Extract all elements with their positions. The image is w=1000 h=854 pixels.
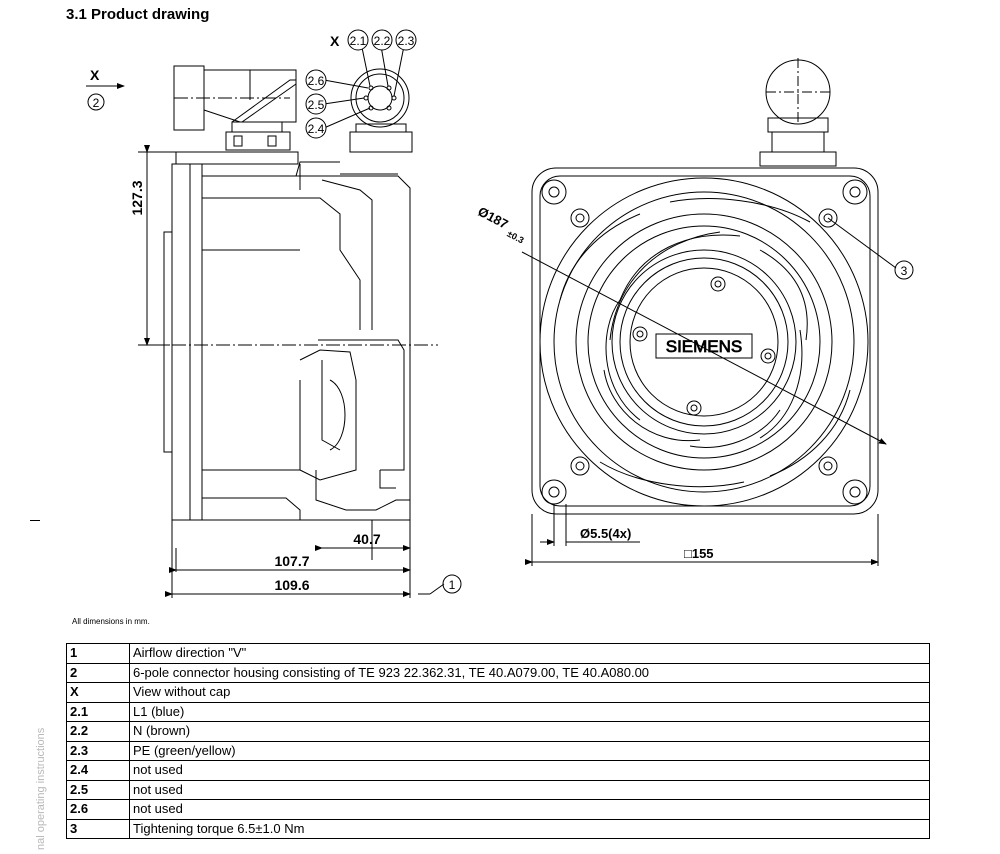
legend-text: not used [129,760,930,781]
legend-text: N (brown) [129,721,930,742]
legend-text: PE (green/yellow) [129,740,930,761]
pin-2-1: 2.1 [350,34,367,48]
edge-mark [30,520,40,521]
dim-holes: Ø5.5(4x) [580,526,631,541]
legend-key: 3 [66,818,130,839]
section-title: 3.1 Product drawing [66,6,210,23]
legend-text: 6-pole connector housing consisting of T… [129,662,930,683]
legend-key: 2.6 [66,799,130,820]
connector-view-x [323,37,413,153]
legend-text: L1 (blue) [129,701,930,722]
legend-key: 1 [66,643,130,664]
callout-3: 3 [901,264,908,278]
legend-text: Tightening torque 6.5±1.0 Nm [129,818,930,839]
connector-view-labels: X 2.1 2.2 2.3 2.6 2.5 2.4 [305,29,417,139]
legend-key: X [66,682,130,703]
pin-2-2: 2.2 [374,34,391,48]
pin-2-6: 2.6 [308,74,325,88]
dimensions-note: All dimensions in mm. [72,617,150,626]
side-margin-text: nal operating instructions [35,727,47,850]
dim-depth-outer: 109.6 [274,577,309,593]
side-view-labels: X 2 127.3 40.7 107.7 109.6 1 [87,67,462,594]
legend-text: Airflow direction "V" [129,643,930,664]
x-view-label: X [330,33,340,49]
legend-text: not used [129,779,930,800]
legend-text: not used [129,799,930,820]
pin-2-3: 2.3 [398,34,415,48]
dim-height: 127.3 [129,180,145,215]
x-arrow-label: X [90,67,100,83]
dim-square: □155 [684,546,714,561]
callout-2: 2 [93,96,100,110]
side-connector [173,65,297,151]
legend-key: 2.1 [66,701,130,722]
legend-text: View without cap [129,682,930,703]
product-drawing: X 2 127.3 40.7 107.7 109.6 1 X 2.1 2.2 [86,29,914,598]
side-view [86,65,445,598]
front-view [521,58,897,566]
callout-1: 1 [449,578,456,592]
legend-key: 2.2 [66,721,130,742]
pin-2-5: 2.5 [308,98,325,112]
pin-2-4: 2.4 [308,122,325,136]
legend-key: 2.5 [66,779,130,800]
dim-diameter-tolerance: ±0.3 [505,229,525,246]
dim-depth-inner: 107.7 [274,553,309,569]
brand-logo: SIEMENS [666,337,743,356]
dim-depth-rear: 40.7 [353,531,380,547]
legend-key: 2.4 [66,760,130,781]
legend-key: 2 [66,662,130,683]
dim-diameter: Ø187 [476,204,511,232]
legend-key: 2.3 [66,740,130,761]
